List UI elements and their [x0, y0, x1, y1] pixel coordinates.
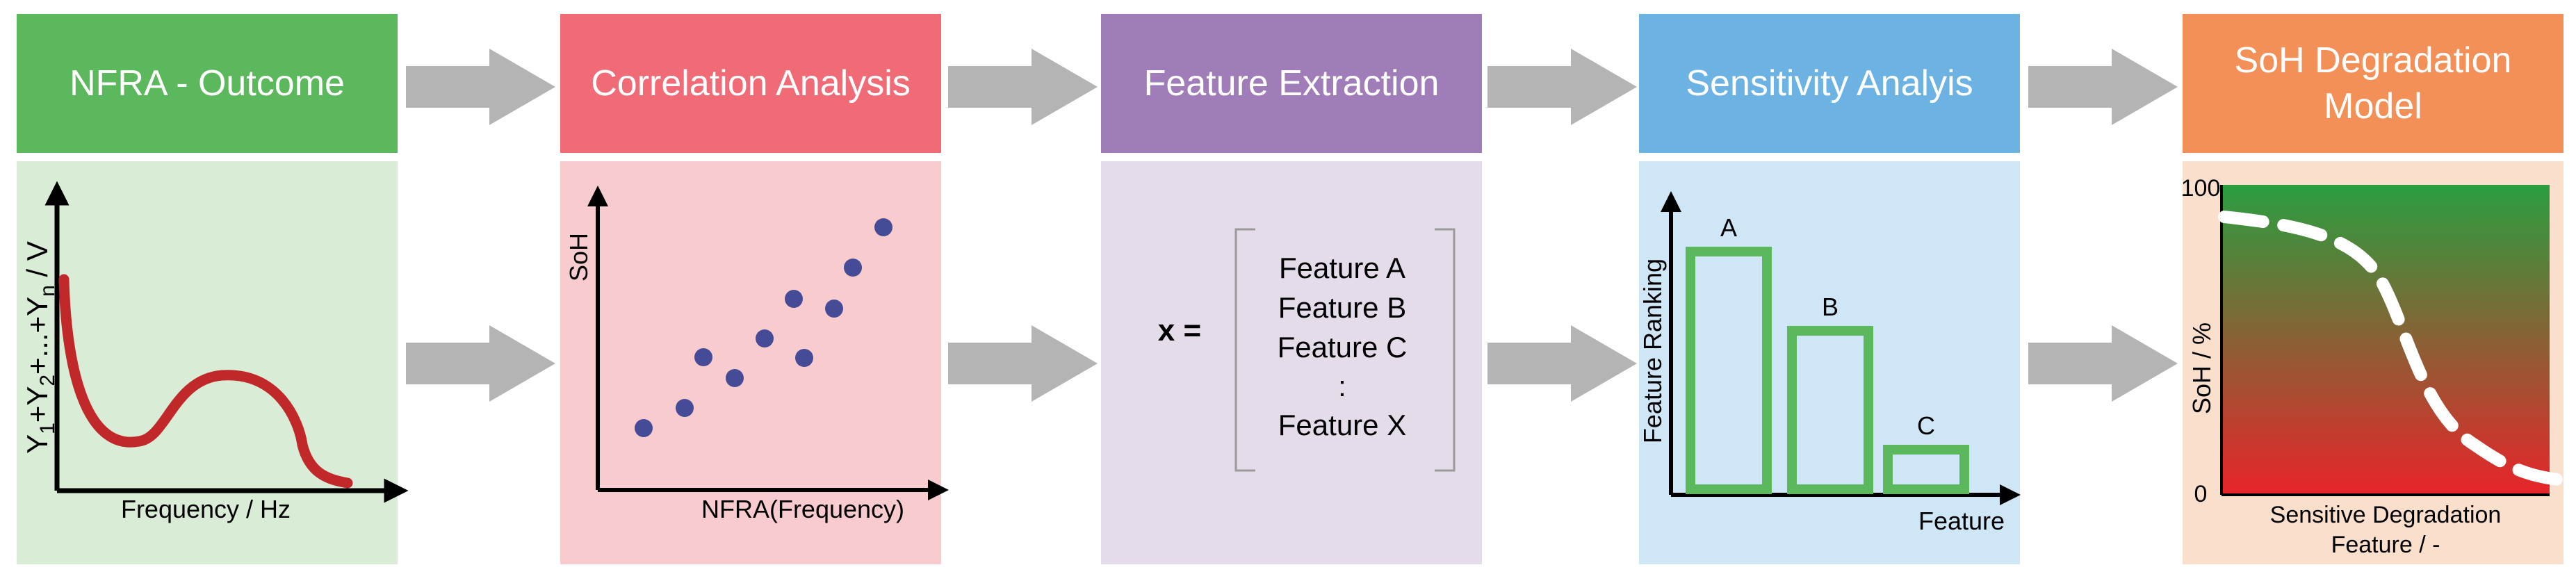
- soh-gradient-area: [2222, 185, 2550, 495]
- stage-header-soh-model: SoH Degradation Model: [2183, 14, 2563, 153]
- correlation-point: [874, 218, 892, 236]
- soh-y-max-label: 100: [2181, 175, 2221, 202]
- correlation-point: [635, 419, 653, 437]
- sensitivity-bar-label: C: [1917, 411, 1935, 440]
- stage-header-feature-extraction: Feature Extraction: [1101, 14, 1482, 153]
- feature-vector-right-bracket: [1435, 228, 1456, 472]
- correlation-point: [785, 290, 803, 308]
- flow-arrow-icon: [2028, 49, 2178, 125]
- nfra-x-axis-label: Frequency / Hz: [121, 495, 291, 523]
- correlation-point: [825, 300, 843, 318]
- nfra-plot: Y1+Y2+...+Yn / V Frequency / Hz: [21, 181, 409, 523]
- flow-arrow-icon: [1487, 325, 1637, 402]
- sensitivity-bar-label: B: [1822, 293, 1839, 321]
- feature-vector: x = Feature A Feature B Feature C : Feat…: [1158, 228, 1456, 472]
- flow-arrow-icon: [948, 325, 1098, 402]
- correlation-point: [756, 329, 774, 347]
- feature-item: :: [1338, 370, 1346, 402]
- sensitivity-x-axis-label: Feature: [1918, 507, 2005, 535]
- correlation-point: [694, 348, 712, 366]
- stage-panel-sensitivity: [1639, 161, 2020, 564]
- correlation-plot: SoH NFRA(Frequency): [564, 186, 949, 523]
- flow-arrow-icon: [406, 49, 555, 125]
- stage-header-correlation: Correlation Analysis: [560, 14, 941, 153]
- correlation-point: [795, 349, 813, 367]
- sensitivity-bar-label: A: [1720, 213, 1737, 242]
- feature-vector-variable: x =: [1158, 313, 1201, 347]
- flow-arrow-icon: [406, 325, 555, 402]
- stage-panel-feature-extraction: [1101, 161, 1482, 564]
- feature-item: Feature X: [1278, 409, 1406, 441]
- soh-y-min-label: 0: [2194, 481, 2208, 507]
- sensitivity-bar: [1686, 247, 1772, 494]
- nfra-y-axis-label: Y1+Y2+...+Yn / V: [21, 241, 59, 454]
- flow-arrow-icon: [1487, 49, 1637, 125]
- stage-header-sensitivity: Sensitivity Analyis: [1639, 14, 2020, 153]
- soh-degradation-curve: [2218, 211, 2564, 486]
- soh-x-axis-label: Feature / -: [2331, 532, 2440, 558]
- correlation-points: [635, 218, 892, 437]
- correlation-point: [844, 259, 862, 277]
- sensitivity-bar: [1787, 326, 1873, 494]
- nfra-curve: [58, 274, 353, 489]
- feature-item: Feature A: [1279, 252, 1405, 284]
- stage-header-nfra: NFRA - Outcome: [17, 14, 398, 153]
- sensitivity-y-axis-label: Feature Ranking: [1638, 259, 1667, 443]
- sensitivity-plot: Feature Ranking Feature A B C: [1638, 191, 2021, 535]
- correlation-x-axis-label: NFRA(Frequency): [701, 495, 904, 523]
- sensitivity-bars: A B C: [1686, 213, 1969, 494]
- feature-item: Feature B: [1278, 291, 1406, 324]
- correlation-y-axis-label: SoH: [564, 233, 593, 281]
- correlation-point: [676, 399, 694, 417]
- feature-item: Feature C: [1278, 331, 1408, 363]
- soh-x-axis-label: Sensitive Degradation: [2270, 502, 2502, 528]
- soh-plot: 100 0 SoH / % Sensitive Degradation Feat…: [2181, 175, 2564, 558]
- stage-panel-nfra: [17, 161, 398, 564]
- flow-arrow-icon: [948, 49, 1098, 125]
- flow-arrow-icon: [2028, 325, 2178, 402]
- sensitivity-bar: [1883, 445, 1969, 494]
- soh-y-axis-label: SoH / %: [2187, 322, 2216, 414]
- correlation-point: [726, 369, 744, 387]
- feature-vector-left-bracket: [1234, 228, 1255, 472]
